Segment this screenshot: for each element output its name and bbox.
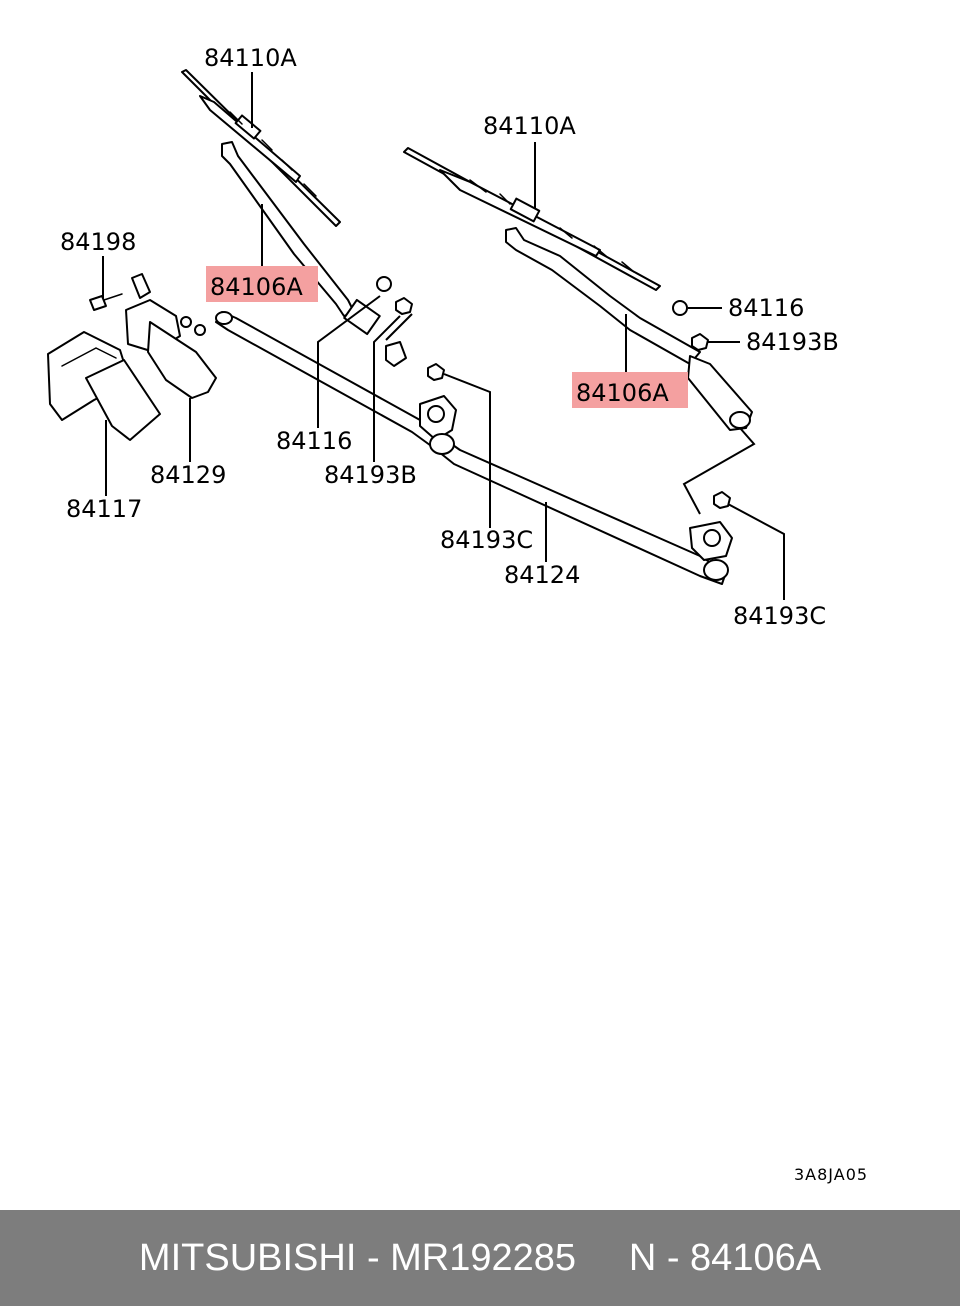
label-cap-left: 84116 xyxy=(276,427,352,455)
label-cap-right: 84116 xyxy=(728,294,804,322)
motor-bracket xyxy=(125,273,217,399)
label-arm-left: 84106A xyxy=(210,273,303,301)
nut-left-84193B xyxy=(395,297,413,315)
wiper-blade-left xyxy=(181,69,341,227)
label-blade-right: 84110A xyxy=(483,112,576,140)
wiper-blade-right xyxy=(403,147,661,291)
label-nut-left-b: 84193B xyxy=(324,461,417,489)
wiper-parts-diagram: 84110A 84110A 84198 84106A 84106A 84116 … xyxy=(47,44,868,1184)
label-nut-right-c: 84193C xyxy=(733,602,826,630)
screw-84198 xyxy=(89,293,123,311)
leader-lines xyxy=(102,72,785,600)
highlight-arm-left xyxy=(206,266,318,302)
label-nut-pivot-c: 84193C xyxy=(440,526,533,554)
label-nut-right-b: 84193B xyxy=(746,328,839,356)
label-bracket: 84129 xyxy=(150,461,226,489)
footer-caption: MITSUBISHI - MR192285 N - 84106A xyxy=(138,1236,822,1279)
diagram-code: 3A8JA05 xyxy=(794,1165,868,1184)
spacer-left xyxy=(385,341,407,367)
nut-right-84193B xyxy=(691,333,709,351)
nut-pivot-84193C xyxy=(427,363,445,381)
label-motor: 84117 xyxy=(66,495,142,523)
nut-right-84193C xyxy=(713,491,731,509)
label-screw: 84198 xyxy=(60,228,136,256)
label-blade-left: 84110A xyxy=(204,44,297,72)
wiper-arm-left xyxy=(221,141,381,336)
cap-right-84116 xyxy=(672,300,688,316)
wiper-motor xyxy=(47,331,161,441)
label-arm-right: 84106A xyxy=(576,379,669,407)
highlight-arm-right xyxy=(572,372,688,408)
wiper-linkage xyxy=(215,311,733,585)
wiper-arm-right xyxy=(505,227,753,431)
footer-bar: MITSUBISHI - MR192285 N - 84106A xyxy=(0,1210,960,1306)
cap-left-84116 xyxy=(376,276,392,292)
label-link: 84124 xyxy=(504,561,580,589)
